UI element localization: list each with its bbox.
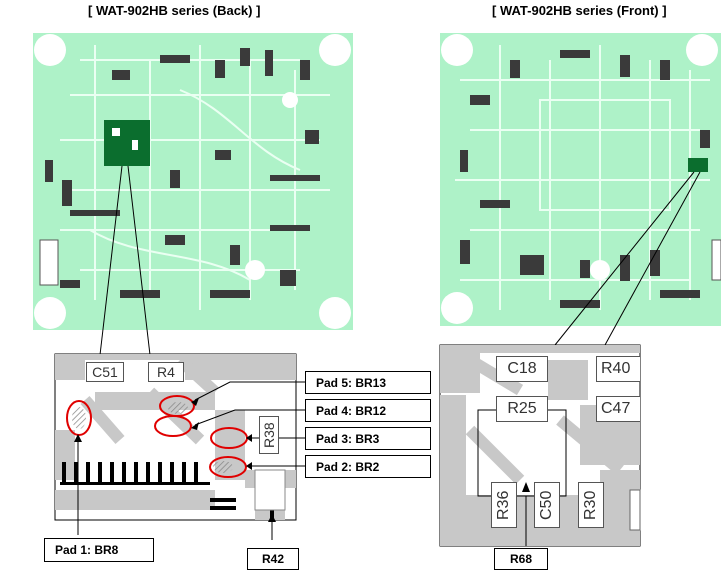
pad3-label: Pad 3: BR3 (305, 427, 431, 450)
front-highlight-area (688, 158, 708, 172)
front-title: [ WAT-902HB series (Front) ] (492, 3, 667, 18)
component-c51: C51 (86, 362, 124, 382)
pad2-label: Pad 2: BR2 (305, 455, 431, 478)
component-r4: R4 (148, 362, 184, 382)
pad1-marker (66, 400, 92, 436)
component-c47: C47 (596, 396, 640, 422)
back-pcb-board (33, 33, 353, 356)
back-title: [ WAT-902HB series (Back) ] (88, 3, 261, 18)
r68-label: R68 (494, 548, 548, 570)
pad2-marker (209, 456, 247, 478)
pad5-label: Pad 5: BR13 (305, 371, 431, 394)
back-highlight-area (104, 120, 150, 166)
front-pcb-board (440, 33, 721, 346)
pad1-label: Pad 1: BR8 (44, 538, 154, 562)
component-c18: C18 (496, 356, 548, 382)
r42-label: R42 (247, 548, 299, 570)
component-r25: R25 (496, 396, 548, 422)
component-r36: R36 (491, 482, 517, 528)
pad4-marker (154, 415, 192, 437)
pad4-label: Pad 4: BR12 (305, 399, 431, 422)
component-c50: C50 (534, 482, 560, 528)
component-r40: R40 (596, 356, 640, 382)
component-r38: R38 (259, 416, 279, 454)
component-r30: R30 (578, 482, 604, 528)
